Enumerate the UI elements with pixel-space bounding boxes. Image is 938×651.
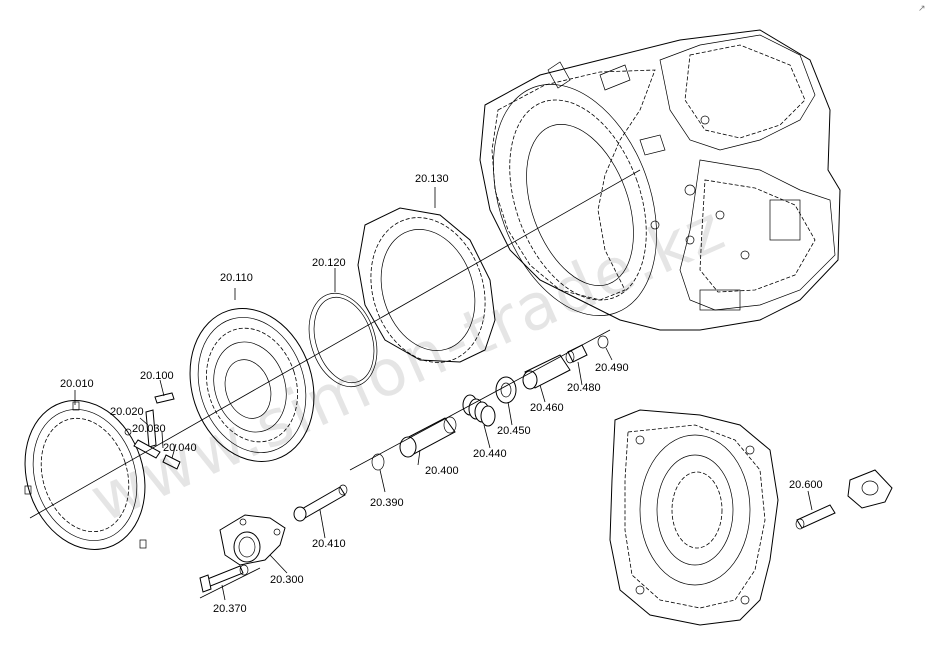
part-20-110-disc [189, 308, 315, 462]
leader-lines [29, 169, 813, 601]
label-20-030: 20.030 [132, 423, 166, 435]
label-20-480: 20.480 [567, 382, 601, 394]
part-20-490-oring [597, 335, 609, 349]
label-20-100: 20.100 [140, 370, 174, 382]
label-20-120: 20.120 [312, 257, 346, 269]
part-20-370-bolt [199, 564, 249, 593]
label-20-600: 20.600 [789, 479, 823, 491]
label-20-450: 20.450 [497, 425, 531, 437]
label-20-010: 20.010 [60, 378, 94, 390]
part-20-600-fitting [795, 469, 893, 530]
transmission-housing [479, 29, 841, 331]
label-20-300: 20.300 [270, 574, 304, 586]
label-20-110: 20.110 [220, 272, 253, 284]
label-20-460: 20.460 [530, 402, 564, 414]
part-20-410-shaft [293, 484, 348, 522]
part-20-010-ring [24, 400, 147, 550]
part-20-440-spring [462, 394, 496, 427]
part-20-130-plate [357, 207, 496, 363]
label-20-040: 20.040 [163, 442, 197, 454]
label-20-400: 20.400 [425, 465, 459, 477]
label-20-490: 20.490 [595, 362, 629, 374]
corner-mark: ↗ [918, 3, 926, 13]
label-20-130: 20.130 [415, 173, 449, 185]
label-20-410: 20.410 [312, 538, 346, 550]
part-20-390-circlip [371, 453, 385, 471]
part-20-300-housing [219, 514, 286, 566]
label-20-390: 20.390 [370, 497, 404, 509]
label-20-440: 20.440 [473, 448, 507, 460]
part-20-120-seal-ring [308, 292, 378, 388]
housing-cover [609, 409, 779, 626]
label-20-370: 20.370 [213, 603, 247, 615]
part-20-400-piston [399, 416, 457, 458]
fasteners-small [124, 392, 181, 470]
label-20-020: 20.020 [110, 406, 144, 418]
part-20-460-sleeve [522, 354, 571, 390]
